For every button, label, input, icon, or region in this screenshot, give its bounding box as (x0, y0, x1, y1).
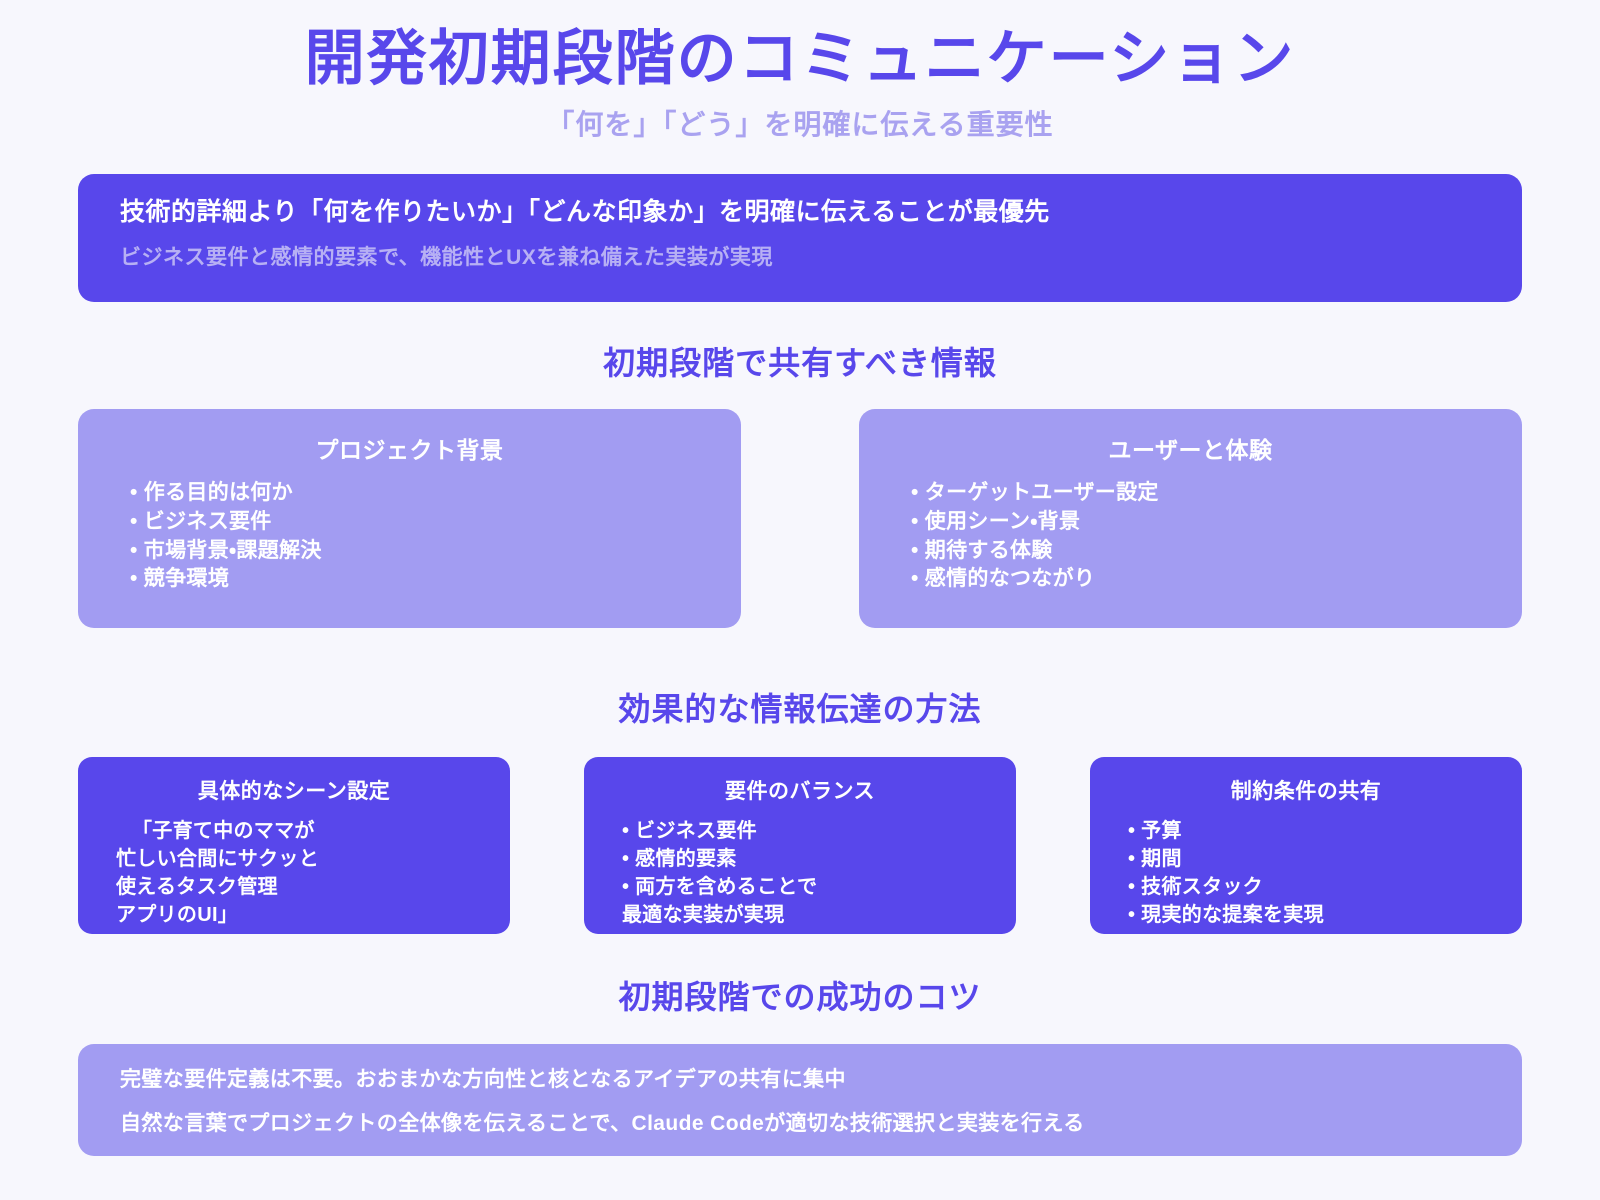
card-scene-setting: 具体的なシーン設定 「子育て中のママが 忙しい合間にサクッと 使えるタスク管理 … (78, 757, 510, 934)
page-title: 開発初期段階のコミュニケーション (304, 25, 1296, 92)
quote-line: 使えるタスク管理 (116, 876, 278, 898)
list-item: 市場背景・課題解決 (130, 537, 713, 566)
list-item: 感情的なつながり (911, 565, 1494, 594)
list-item: 現実的な提案を実現 (1128, 901, 1498, 929)
list-item: ビジネス要件 (130, 508, 713, 537)
card-title: 具体的なシーン設定 (197, 780, 391, 803)
hero-banner: 技術的詳細より「何を作りたいか」「どんな印象か」を明確に伝えることが最優先 ビジ… (78, 174, 1522, 302)
list-item: 感情的要素 (622, 845, 992, 873)
list-item: 両方を含めることで (622, 873, 992, 901)
card-title: プロジェクト背景 (315, 437, 504, 463)
card-constraints-sharing: 制約条件の共有 予算 期間 技術スタック 現実的な提案を実現 (1090, 757, 1522, 934)
footer-line-1: 完璧な要件定義は不要。おおまかな方向性と核となるアイデアの共有に集中 (120, 1068, 846, 1091)
card-project-background: プロジェクト背景 作る目的は何か ビジネス要件 市場背景・課題解決 競争環境 (78, 409, 741, 628)
footer-banner: 完璧な要件定義は不要。おおまかな方向性と核となるアイデアの共有に集中 自然な言葉… (78, 1044, 1522, 1156)
header: 開発初期段階のコミュニケーション 「何を」「どう」を明確に伝える重要性 (0, 0, 1600, 143)
list-item: ターゲットユーザー設定 (911, 479, 1494, 508)
card-bullet-list: 作る目的は何か ビジネス要件 市場背景・課題解決 競争環境 (106, 479, 713, 594)
list-item: 競争環境 (130, 565, 713, 594)
list-item: 作る目的は何か (130, 479, 713, 508)
quote-line: アプリのUI」 (116, 904, 239, 926)
card-users-experience: ユーザーと体験 ターゲットユーザー設定 使用シーン・背景 期待する体験 感情的な… (859, 409, 1522, 628)
card-requirements-balance: 要件のバランス ビジネス要件 感情的要素 両方を含めることで 最適な実装が実現 (584, 757, 1016, 934)
methods-cards-row: 具体的なシーン設定 「子育て中のママが 忙しい合間にサクッと 使えるタスク管理 … (78, 757, 1522, 934)
card-bullet-list: ターゲットユーザー設定 使用シーン・背景 期待する体験 感情的なつながり (887, 479, 1494, 594)
list-item: 使用シーン・背景 (911, 508, 1494, 537)
footer-line-2: 自然な言葉でプロジェクトの全体像を伝えることで、Claude Codeが適切な技… (120, 1112, 1085, 1136)
quote-line: 「子育て中のママが (132, 820, 315, 842)
section-heading-methods: 効果的な情報伝達の方法 (618, 691, 982, 727)
section-heading-tips: 初期段階での成功のコツ (618, 979, 982, 1015)
list-item: 予算 (1128, 817, 1498, 845)
section-heading-share: 初期段階で共有すべき情報 (603, 345, 997, 381)
card-quote-block: 「子育て中のママが 忙しい合間にサクッと 使えるタスク管理 アプリのUI」 (102, 817, 486, 929)
page-subtitle: 「何を」「どう」を明確に伝える重要性 (546, 108, 1054, 140)
list-item: 期間 (1128, 845, 1498, 873)
card-title: 制約条件の共有 (1230, 780, 1382, 803)
card-bullet-list: ビジネス要件 感情的要素 両方を含めることで 最適な実装が実現 (608, 817, 992, 929)
hero-subline: ビジネス要件と感情的要素で、機能性とUXを兼ね備えた実装が実現 (120, 245, 773, 269)
card-title: ユーザーと体験 (1108, 437, 1273, 463)
list-item-continuation: 最適な実装が実現 (622, 904, 785, 926)
list-item: 期待する体験 (911, 537, 1494, 566)
quote-line: 忙しい合間にサクッと (116, 848, 319, 870)
card-title: 要件のバランス (724, 780, 876, 803)
hero-headline: 技術的詳細より「何を作りたいか」「どんな印象か」を明確に伝えることが最優先 (120, 198, 1050, 226)
list-item: ビジネス要件 (622, 817, 992, 845)
share-cards-row: プロジェクト背景 作る目的は何か ビジネス要件 市場背景・課題解決 競争環境 ユ… (78, 409, 1522, 628)
card-bullet-list: 予算 期間 技術スタック 現実的な提案を実現 (1114, 817, 1498, 929)
list-item: 技術スタック (1128, 873, 1498, 901)
